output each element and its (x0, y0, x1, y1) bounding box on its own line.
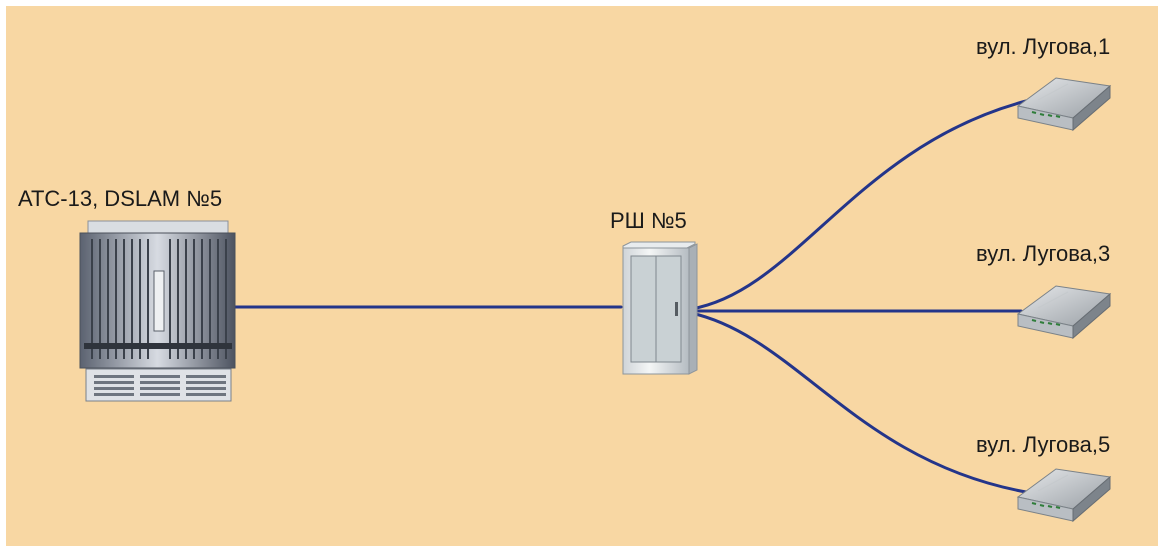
network-diagram (6, 6, 1158, 546)
link-cabinet-modem-1 (689, 99, 1028, 311)
diagram-canvas: АТС-13, DSLAM №5 РШ №5 вул. Лугова,1 вул… (6, 6, 1158, 546)
link-cabinet-modem-5 (689, 311, 1028, 494)
dslam-rack-icon (79, 220, 236, 402)
network-links (228, 99, 1028, 494)
label-cabinet: РШ №5 (610, 208, 687, 233)
distribution-cabinet-icon (622, 241, 698, 375)
label-modem-1: вул. Лугова,1 (976, 34, 1111, 59)
label-dslam: АТС-13, DSLAM №5 (18, 186, 223, 211)
label-modem-5: вул. Лугова,5 (976, 432, 1111, 457)
label-modem-3: вул. Лугова,3 (976, 241, 1111, 266)
